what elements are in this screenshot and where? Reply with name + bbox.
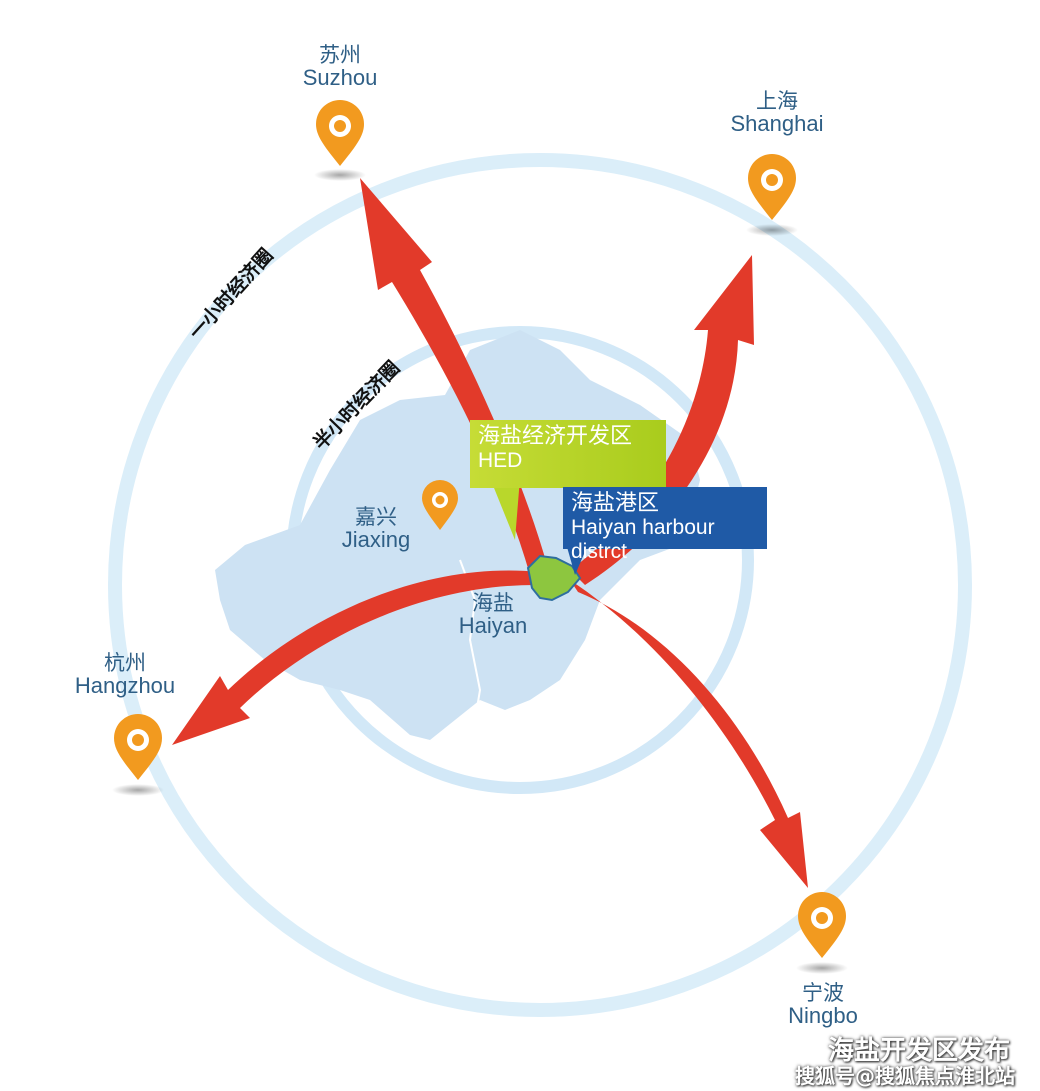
pin-suzhou: [314, 100, 366, 181]
arrow-to-ningbo: [570, 580, 808, 888]
pin-hangzhou: [112, 714, 164, 796]
city-jiaxing-en: Jiaxing: [341, 527, 411, 553]
hed-callout-zh: 海盐经济开发区: [478, 424, 633, 449]
center-label-haiyan: 海盐 Haiyan: [448, 592, 538, 637]
hed-callout-tail: [490, 478, 520, 540]
city-label-shanghai: 上海 Shanghai: [722, 90, 832, 135]
city-shanghai-zh: 上海: [756, 89, 798, 113]
city-shanghai-en: Shanghai: [730, 111, 824, 137]
city-hangzhou-zh: 杭州: [104, 651, 146, 675]
hed-callout: 海盐经济开发区 HED: [470, 420, 666, 488]
one-hour-ring: [108, 153, 972, 1017]
city-label-jiaxing: 嘉兴 Jiaxing: [328, 506, 424, 551]
center-haiyan-en: Haiyan: [458, 613, 528, 639]
watermark-line2: 搜狐号@搜狐焦点淮北站: [795, 1064, 1015, 1088]
city-label-ningbo: 宁波 Ningbo: [775, 982, 871, 1027]
wechat-icon: [789, 1036, 825, 1063]
pin-ningbo: [796, 892, 848, 974]
city-label-suzhou: 苏州 Suzhou: [290, 44, 390, 89]
hed-callout-en: HED: [478, 449, 523, 473]
pin-jiaxing: [422, 480, 458, 530]
harbour-callout-en: Haiyan harbour distrct: [571, 516, 715, 564]
arrow-to-hangzhou: [172, 570, 540, 745]
harbour-callout-zh: 海盐港区: [571, 491, 660, 516]
city-ningbo-zh: 宁波: [802, 981, 844, 1005]
city-hangzhou-en: Hangzhou: [74, 673, 176, 699]
pin-shanghai: [746, 154, 798, 236]
arrow-to-shanghai: [570, 255, 754, 585]
city-jiaxing-zh: 嘉兴: [355, 505, 397, 529]
city-suzhou-en: Suzhou: [302, 65, 378, 91]
city-label-hangzhou: 杭州 Hangzhou: [60, 652, 190, 697]
harbour-callout: 海盐港区 Haiyan harbour distrct: [563, 487, 767, 563]
city-ningbo-en: Ningbo: [788, 1003, 858, 1029]
haiyan-district-shape: [526, 554, 582, 602]
city-suzhou-zh: 苏州: [319, 43, 361, 67]
center-haiyan-zh: 海盐: [472, 591, 514, 615]
watermark-line1: 海盐开发区发布: [828, 1036, 1011, 1066]
